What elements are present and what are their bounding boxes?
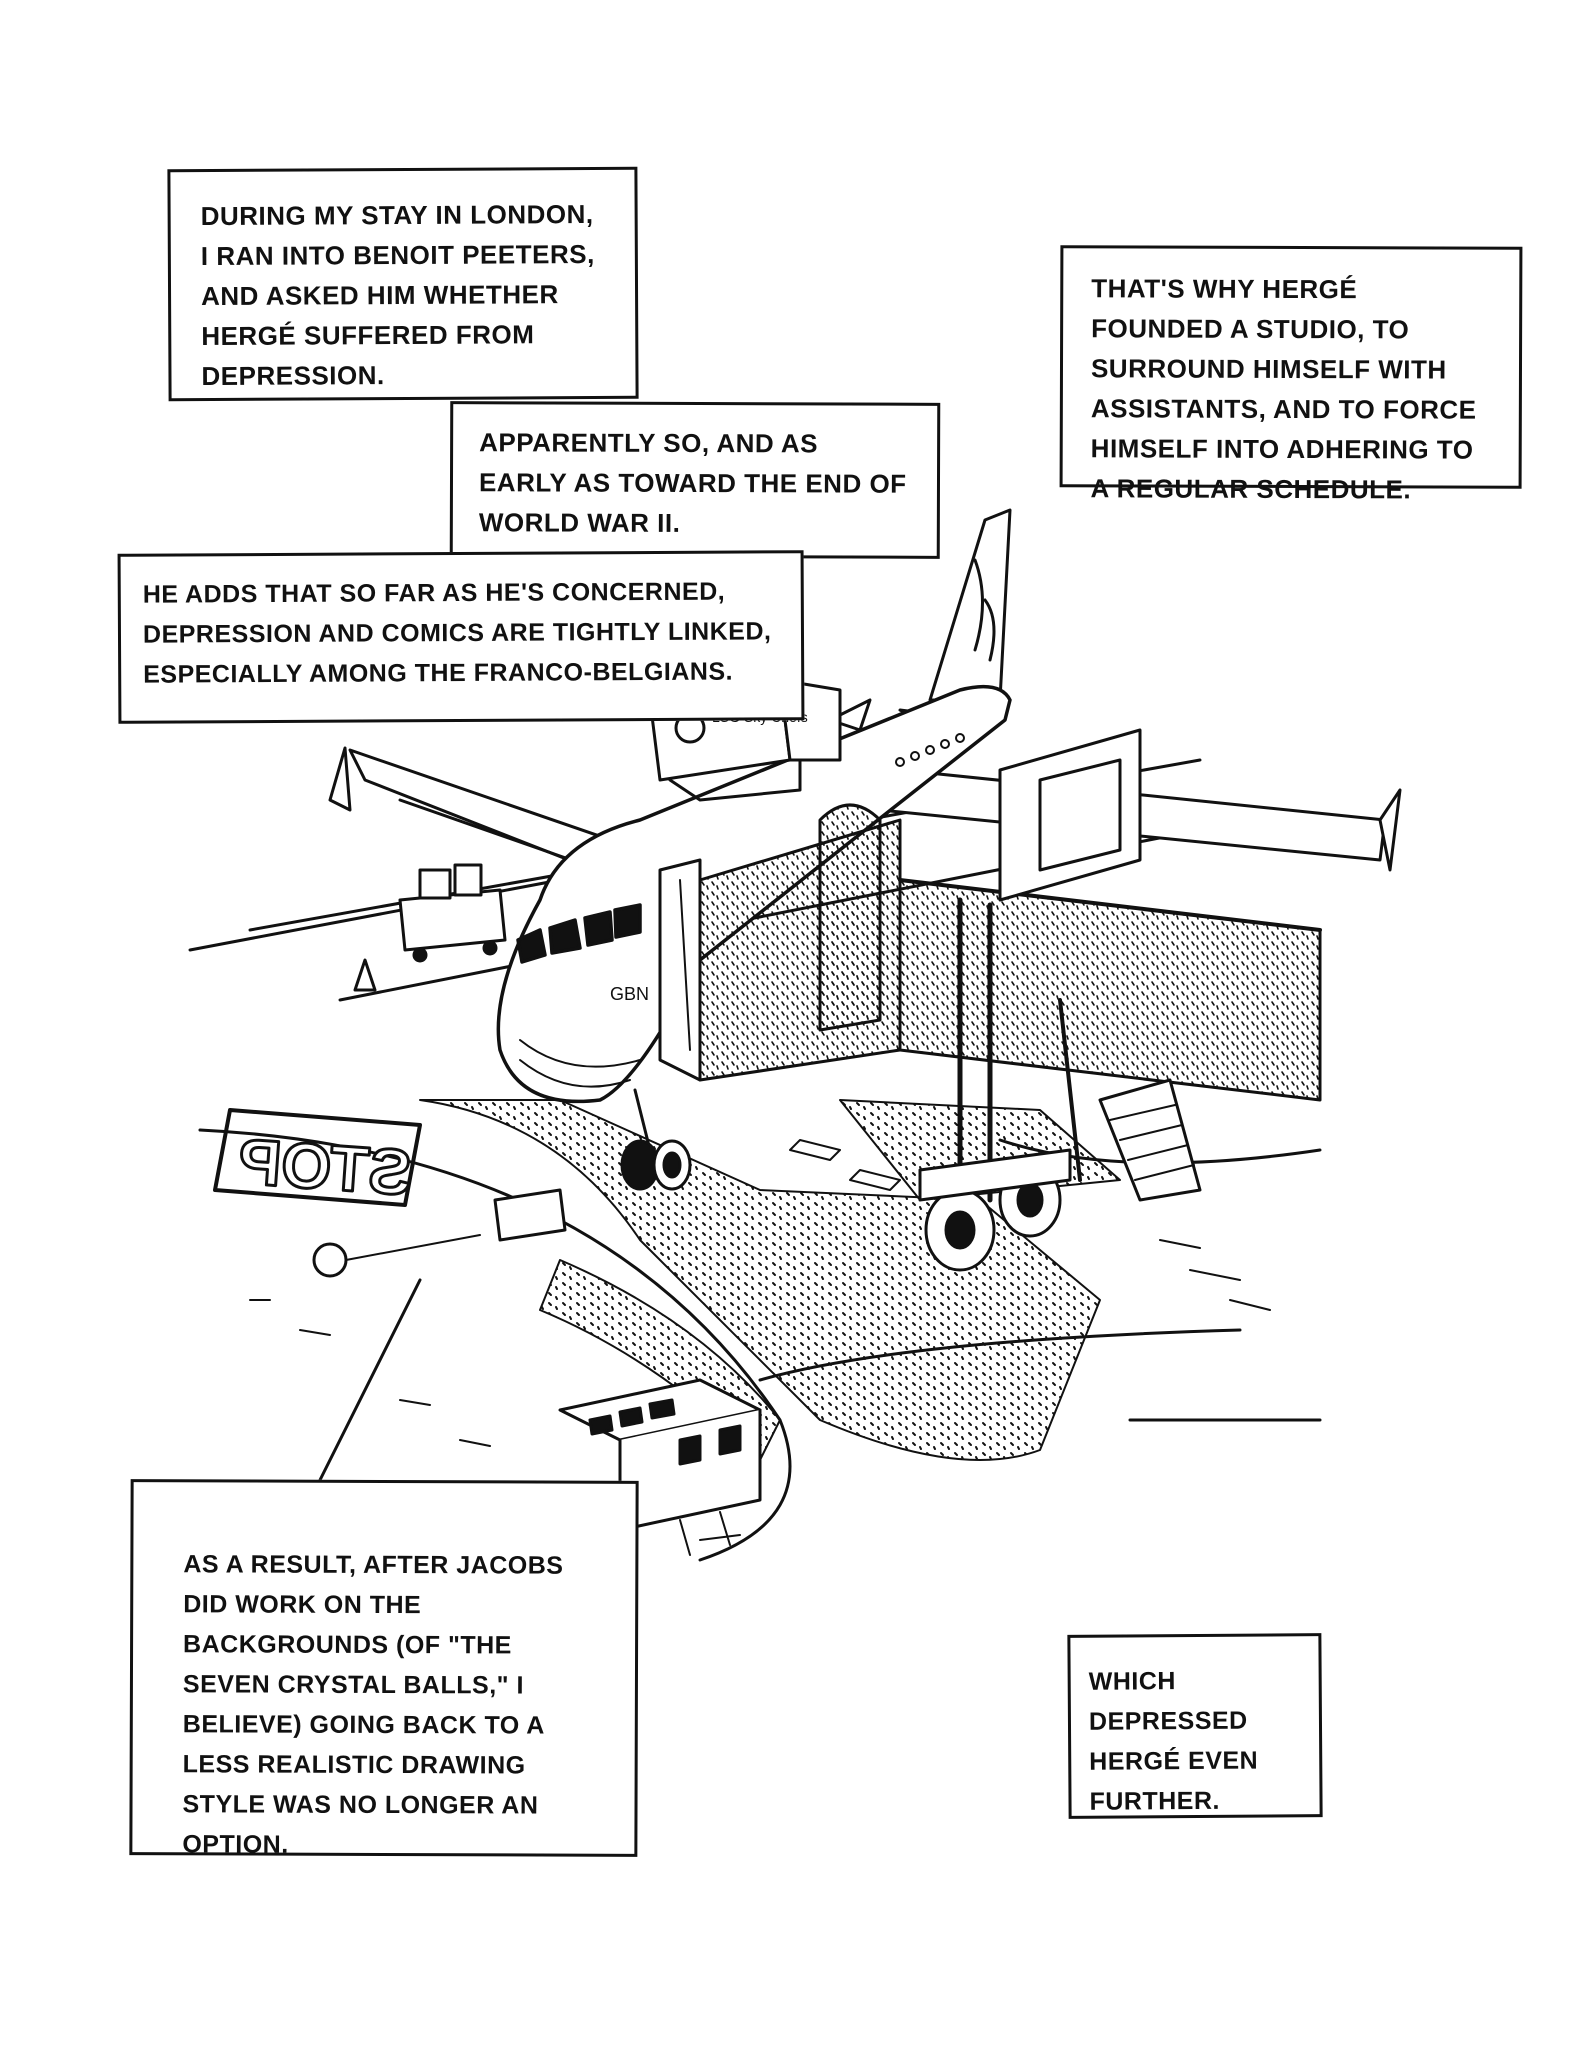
caption-london: DURING MY STAY IN LONDON, I RAN INTO BEN…	[167, 166, 639, 402]
cabin-windows	[895, 733, 965, 767]
jet-bridge	[658, 728, 1322, 1272]
stop-marking-text: STOP	[236, 1125, 414, 1209]
svg-text:GBN: GBN	[610, 984, 649, 1004]
baggage-cart	[353, 863, 507, 992]
ground-tug	[312, 1188, 567, 1278]
caption-studio: THAT'S WHY HERGÉ FOUNDED A STUDIO, TO SU…	[1059, 245, 1523, 504]
caption-depressed: WHICH DEPRESSED HERGÉ EVEN FURTHER.	[1067, 1633, 1323, 1819]
caption-adds: HE ADDS THAT SO FAR AS HE'S CONCERNED, D…	[117, 550, 805, 724]
stop-marking: STOP	[213, 1108, 422, 1210]
caption-apparently: APPARENTLY SO, AND AS EARLY AS TOWARD TH…	[449, 401, 941, 559]
caption-result: AS A RESULT, AFTER JACOBS DID WORK ON TH…	[129, 1479, 639, 1859]
nose-gear	[620, 1088, 692, 1191]
ground-texture	[249, 1139, 1271, 1447]
